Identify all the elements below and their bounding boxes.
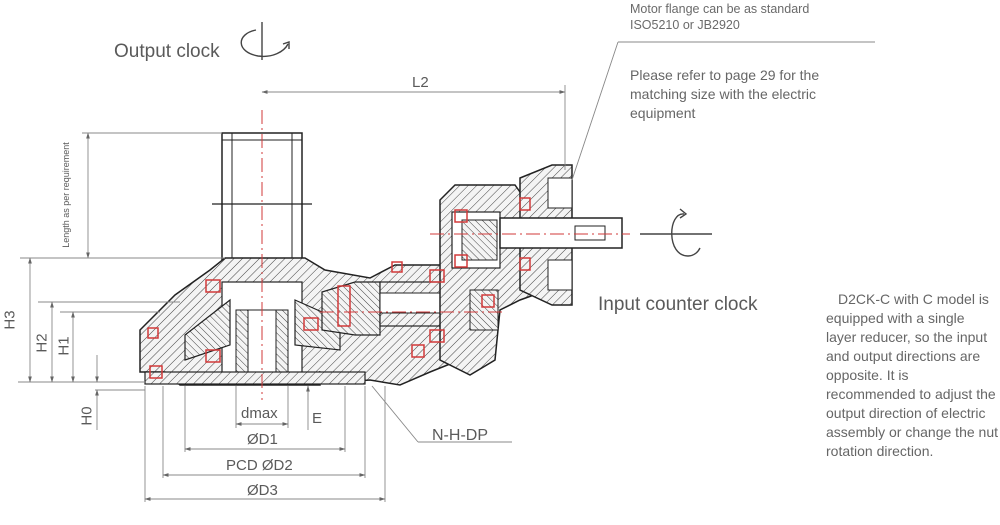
input-counter-clock-label: Input counter clock [598, 294, 758, 315]
center-lines [261, 110, 630, 400]
rotation-arrow-input-icon [640, 208, 712, 257]
dmax-dimension-label: dmax [241, 405, 278, 422]
e-dimension-label: E [312, 410, 323, 427]
h0-dimension-label: H0 [78, 406, 96, 426]
refer-note: Please refer to page 29 for the matching… [630, 67, 820, 121]
h1-dimension-label: H1 [55, 336, 73, 356]
dimension-lines [18, 41, 875, 502]
output-clock-label: Output clock [114, 41, 220, 62]
d3-dimension-label: ØD3 [247, 482, 278, 499]
h2-dimension-label: H2 [33, 333, 51, 353]
model-note: D2CK-C with C model is equipped with a s… [826, 291, 998, 459]
nhdp-label: N-H-DP [432, 427, 488, 444]
d1-dimension-label: ØD1 [247, 431, 278, 448]
flange-note-line1: Motor flange can be as standard [630, 2, 810, 16]
pcd-d2-dimension-label: PCD ØD2 [226, 457, 293, 474]
rotation-arrow-output-icon [240, 22, 290, 60]
length-requirement-label: Length as per requirement [61, 142, 71, 248]
l2-dimension-label: L2 [412, 74, 429, 91]
flange-note-line2: ISO5210 or JB2920 [630, 18, 740, 32]
h3-dimension-label: H3 [1, 310, 19, 330]
input-shaft [499, 217, 623, 249]
bearings [147, 197, 531, 379]
